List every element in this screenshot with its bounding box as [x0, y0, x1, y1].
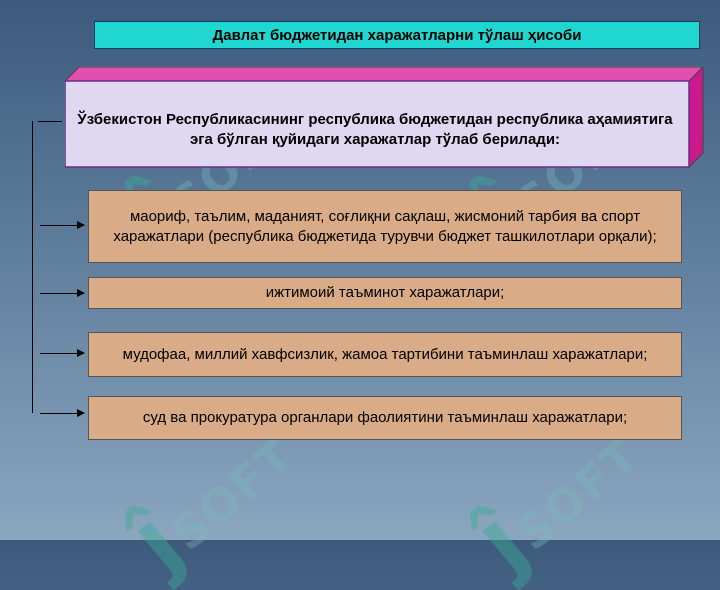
expense-item: маориф, таълим, маданият, соғлиқни сақла…	[88, 190, 682, 263]
expense-item: мудофаа, миллий хавфсизлик, жамоа тартиб…	[88, 332, 682, 377]
expense-item: суд ва прокуратура органлари фаолиятини …	[88, 396, 682, 440]
main-box-text: Ўзбекистон Республикасининг республика б…	[77, 111, 673, 148]
connector-top	[38, 121, 62, 122]
arrow-4	[40, 409, 85, 417]
arrow-3	[40, 349, 85, 357]
arrow-2	[40, 289, 85, 297]
diagram-title: Давлат бюджетидан харажатларни тўлаш ҳис…	[94, 21, 700, 49]
connector-vertical	[32, 121, 33, 413]
arrow-1	[40, 221, 85, 229]
expense-item: ижтимоий таъминот харажатлари;	[88, 277, 682, 309]
